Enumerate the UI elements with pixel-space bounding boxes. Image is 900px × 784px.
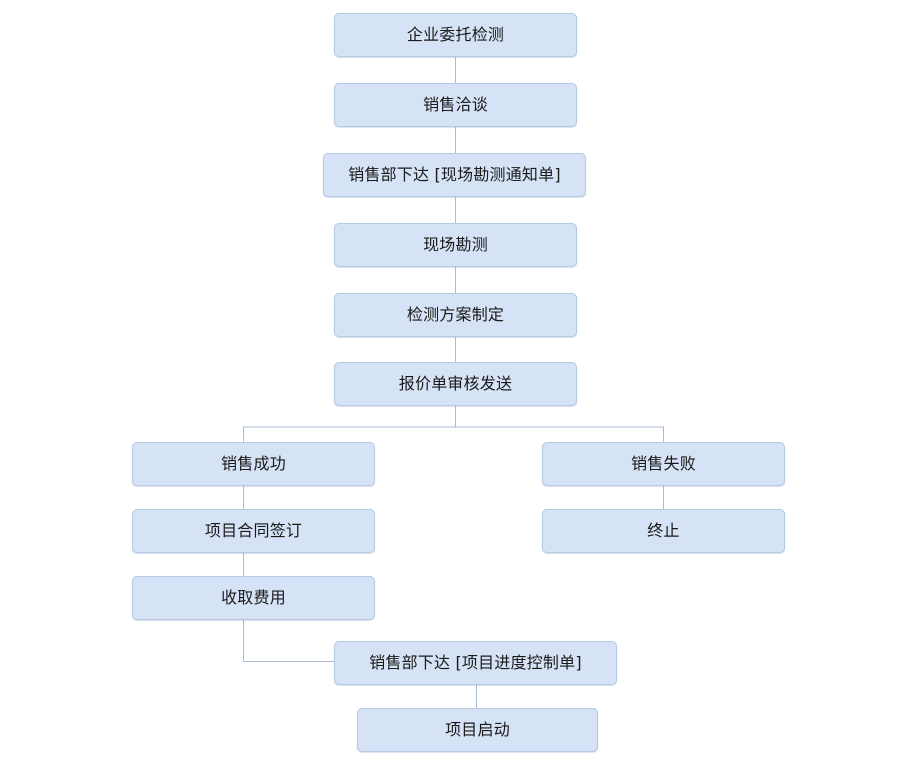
flow-node-label: 销售部下达 [现场勘测通知单] xyxy=(348,165,561,184)
flow-node-label: 报价单审核发送 xyxy=(398,374,513,393)
flow-node-label: 销售失败 xyxy=(631,454,696,473)
flow-node-n4[interactable]: 现场勘测 xyxy=(334,223,577,267)
flow-node-label: 销售洽谈 xyxy=(423,95,488,114)
flow-node-n13[interactable]: 项目启动 xyxy=(357,708,598,752)
flow-node-n8[interactable]: 销售失败 xyxy=(542,442,785,486)
connector-n11-n12 xyxy=(243,620,334,662)
flow-node-n2[interactable]: 销售洽谈 xyxy=(334,83,577,127)
flow-node-label: 销售部下达 [项目进度控制单] xyxy=(369,653,582,672)
flow-node-n10[interactable]: 终止 xyxy=(542,509,785,553)
flow-node-label: 收取费用 xyxy=(221,588,286,607)
flow-node-label: 销售成功 xyxy=(221,454,286,473)
flow-node-label: 企业委托检测 xyxy=(406,25,505,44)
flow-node-label: 现场勘测 xyxy=(423,235,488,254)
flow-node-n9[interactable]: 项目合同签订 xyxy=(132,509,375,553)
flow-node-n7[interactable]: 销售成功 xyxy=(132,442,375,486)
flow-node-label: 项目启动 xyxy=(445,720,510,739)
flow-node-n5[interactable]: 检测方案制定 xyxy=(334,293,577,337)
flow-node-n11[interactable]: 收取费用 xyxy=(132,576,375,620)
flow-node-label: 终止 xyxy=(647,521,680,540)
flow-node-label: 项目合同签订 xyxy=(204,521,303,540)
flow-node-n3[interactable]: 销售部下达 [现场勘测通知单] xyxy=(323,153,586,197)
flow-node-n12[interactable]: 销售部下达 [项目进度控制单] xyxy=(334,641,617,685)
flow-node-n1[interactable]: 企业委托检测 xyxy=(334,13,577,57)
connector-n6-n8 xyxy=(455,406,664,442)
flow-node-n6[interactable]: 报价单审核发送 xyxy=(334,362,577,406)
connector-n6-n7 xyxy=(243,406,456,442)
flow-node-label: 检测方案制定 xyxy=(406,305,505,324)
